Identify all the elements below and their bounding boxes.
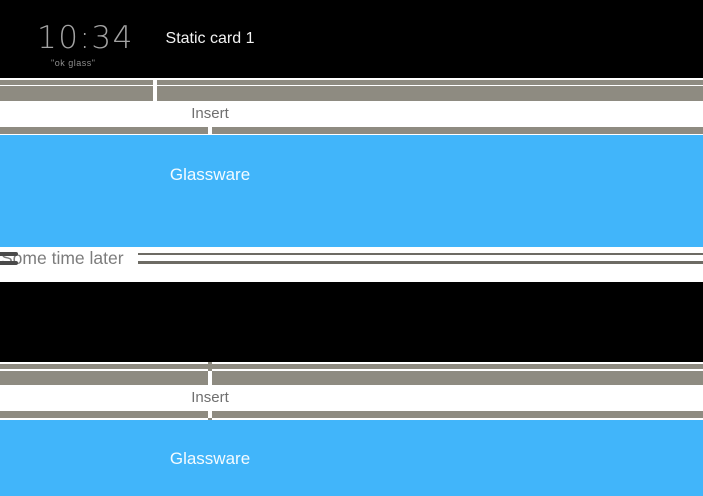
insertion-connector [208,418,212,420]
clock-text: 10:34 [37,20,134,56]
insert-label: Insert [191,105,229,122]
insertion-point-notch [153,79,157,101]
timeline-bar [0,411,703,418]
timeline-bar [0,371,703,385]
insertion-point-notch [208,127,212,134]
separator-line [138,261,703,264]
insertion-point-notch [208,371,212,385]
separator-left-stub [0,251,18,256]
card-title-static-1: Static card 1 [165,30,255,47]
time-separator-label: Some time later [1,248,124,268]
glassware-card [0,135,703,247]
timeline-bar [0,86,703,101]
separator-left-stub [0,260,18,265]
timeline-bar [0,364,703,369]
glassware-label: Glassware [169,449,251,468]
glassware-label: Glassware [169,165,251,184]
voice-prompt-text: "ok glass" [51,58,96,68]
timeline-strip-2: 10:34 "ok glass" Static card 2 Static ca… [0,282,703,362]
timeline-bar [0,79,703,85]
glassware-card [0,420,703,496]
timeline-strip-1: 10:34 "ok glass" Static card 1 [0,0,703,78]
insertion-point-notch [208,411,212,418]
insert-label: Insert [191,389,229,406]
timeline-bar [0,127,703,134]
separator-line [138,252,703,255]
